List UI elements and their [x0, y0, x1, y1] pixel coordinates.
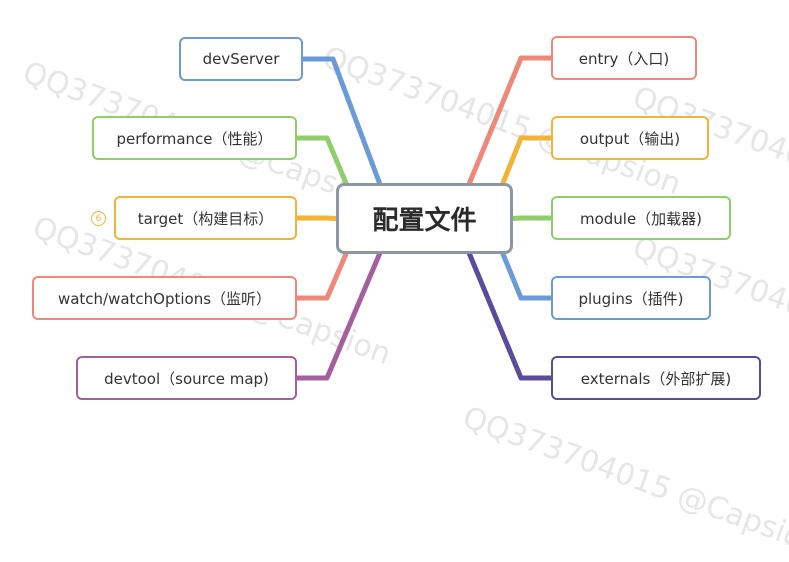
central-topic[interactable]: 配置文件 [336, 183, 513, 254]
branch-module [510, 215, 554, 221]
node-entry[interactable]: entry（入口) [551, 36, 697, 80]
mind-map: QQ373704015 @Capsion QQ373704015 @Capsio… [18, 36, 789, 562]
branch-lines [294, 55, 554, 381]
node-devtool[interactable]: devtool（source map) [76, 356, 297, 400]
node-output[interactable]: output（输出) [551, 116, 709, 160]
node-externals[interactable]: externals（外部扩展) [551, 356, 761, 400]
node-target[interactable]: target（构建目标） [114, 196, 297, 240]
branch-externals [467, 251, 554, 381]
node-devserver[interactable]: devServer [179, 37, 303, 81]
branch-output [500, 135, 554, 186]
node-module[interactable]: module（加载器) [551, 196, 731, 240]
node-plugins[interactable]: plugins（插件) [551, 276, 711, 320]
task-count-badge: 6 [91, 211, 106, 226]
branch-performance [294, 135, 349, 186]
node-performance[interactable]: performance（性能） [92, 116, 297, 160]
node-watch[interactable]: watch/watchOptions（监听） [32, 276, 297, 320]
branch-devtool [294, 251, 382, 381]
branch-devserver [300, 56, 382, 186]
branch-target [294, 215, 339, 221]
branch-watch [294, 251, 349, 301]
branch-plugins [500, 251, 554, 301]
branch-entry [467, 55, 554, 186]
